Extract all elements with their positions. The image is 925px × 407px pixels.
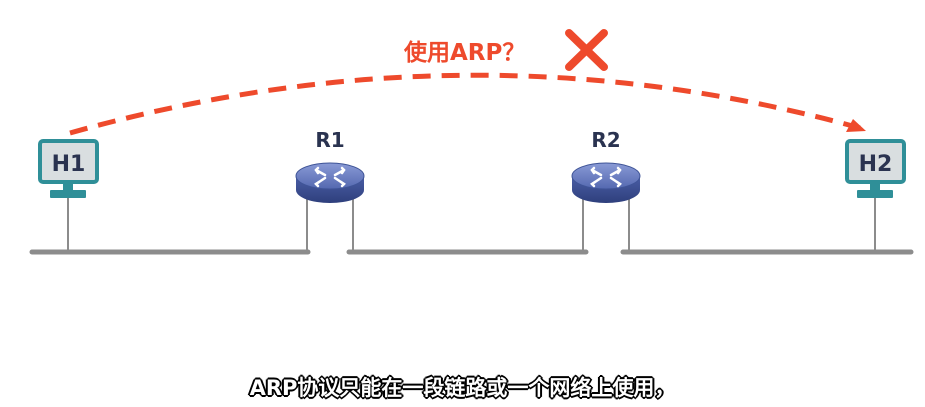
host-label: H2 [859,152,893,177]
router-r2: R2 [571,128,641,203]
host-label: H1 [52,152,86,177]
router-label: R1 [315,128,344,152]
router-r1: R1 [295,128,365,203]
router-icon [571,162,641,203]
cross-icon [565,29,608,71]
host-h1: H1 [38,139,99,198]
router-icon [295,162,365,203]
video-subtitle: ARP协议只能在一段链路或一个网络上使用， [249,376,676,400]
arrowhead-icon [846,119,866,132]
router-label: R2 [591,128,620,152]
arp-question-label: 使用ARP？ [403,40,525,66]
arp-dashed-arrow [69,72,861,136]
host-h2: H2 [845,139,906,198]
